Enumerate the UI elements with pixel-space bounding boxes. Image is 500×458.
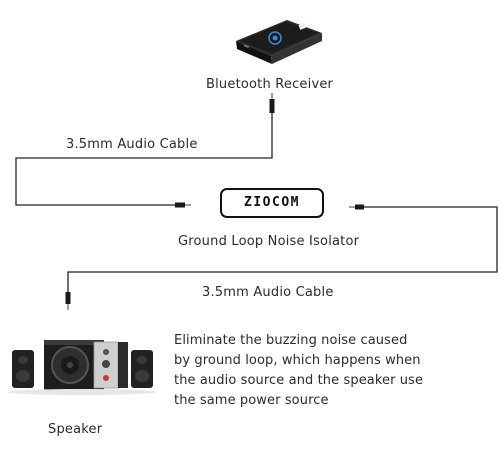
speaker-label: Speaker <box>48 422 103 437</box>
top-audio-cable <box>15 93 275 208</box>
isolator-label: Ground Loop Noise Isolator <box>178 234 360 249</box>
description-line: by ground loop, which happens when <box>174 353 421 368</box>
top-cable-label: 3.5mm Audio Cable <box>66 137 198 152</box>
bottom-audio-cable <box>65 204 498 310</box>
speaker-system <box>8 340 156 395</box>
bottom-cable-label: 3.5mm Audio Cable <box>202 285 334 300</box>
description-line: the same power source <box>174 393 329 408</box>
description-text: Eliminate the buzzing noise caused by gr… <box>174 331 423 411</box>
isolator-brand-text: ZIOCOM <box>244 195 300 210</box>
bluetooth-receiver-label: Bluetooth Receiver <box>206 77 334 92</box>
description-line: Eliminate the buzzing noise caused <box>174 333 408 348</box>
bluetooth-receiver-device <box>236 20 322 64</box>
noise-isolator-device: ZIOCOM <box>220 188 324 218</box>
description-line: the audio source and the speaker use <box>174 373 424 388</box>
